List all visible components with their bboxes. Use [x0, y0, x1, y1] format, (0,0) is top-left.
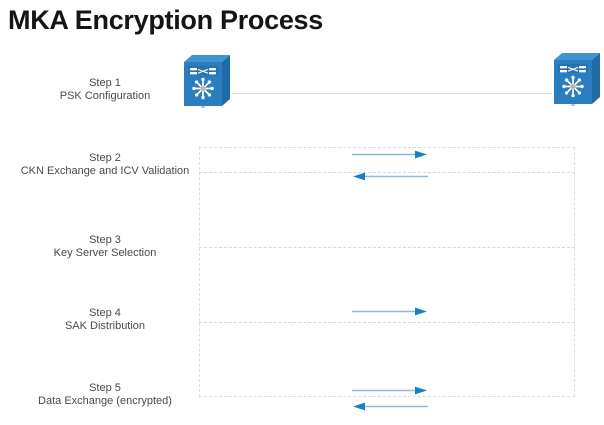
arrow-right-step-5 [352, 386, 428, 395]
step-label-1: Step 1 PSK Configuration [0, 77, 210, 103]
arrow-right-step-4 [352, 307, 428, 316]
step-number-5: Step 5 [89, 382, 121, 394]
step-label-2: Step 2 CKN Exchange and ICV Validation [0, 152, 210, 178]
step-label-5: Step 5 Data Exchange (encrypted) [0, 382, 210, 408]
arrow-left-step-2 [352, 172, 428, 181]
step-name-5: Data Exchange (encrypted) [38, 395, 172, 407]
switch-link-line [232, 93, 552, 94]
step-number-1: Step 1 [89, 77, 121, 89]
step-divider-1 [199, 172, 575, 173]
step-divider-2 [199, 247, 575, 248]
step-number-2: Step 2 [89, 152, 121, 164]
step-name-2: CKN Exchange and ICV Validation [20, 165, 190, 177]
step-name-3: Key Server Selection [53, 247, 157, 259]
step-label-3: Step 3 Key Server Selection [0, 234, 210, 260]
page-title: MKA Encryption Process [8, 5, 323, 35]
step-name-1: PSK Configuration [59, 90, 151, 102]
step-name-4: SAK Distribution [64, 320, 146, 332]
network-switch-icon-left [178, 50, 236, 108]
step-label-4: Step 4 SAK Distribution [0, 307, 210, 333]
arrow-left-step-5 [352, 402, 428, 411]
sequence-box [199, 147, 575, 397]
step-divider-3 [199, 322, 575, 323]
step-number-4: Step 4 [89, 307, 121, 319]
step-number-3: Step 3 [89, 234, 121, 246]
network-switch-icon-right [548, 48, 604, 106]
arrow-right-step-2 [352, 150, 428, 159]
